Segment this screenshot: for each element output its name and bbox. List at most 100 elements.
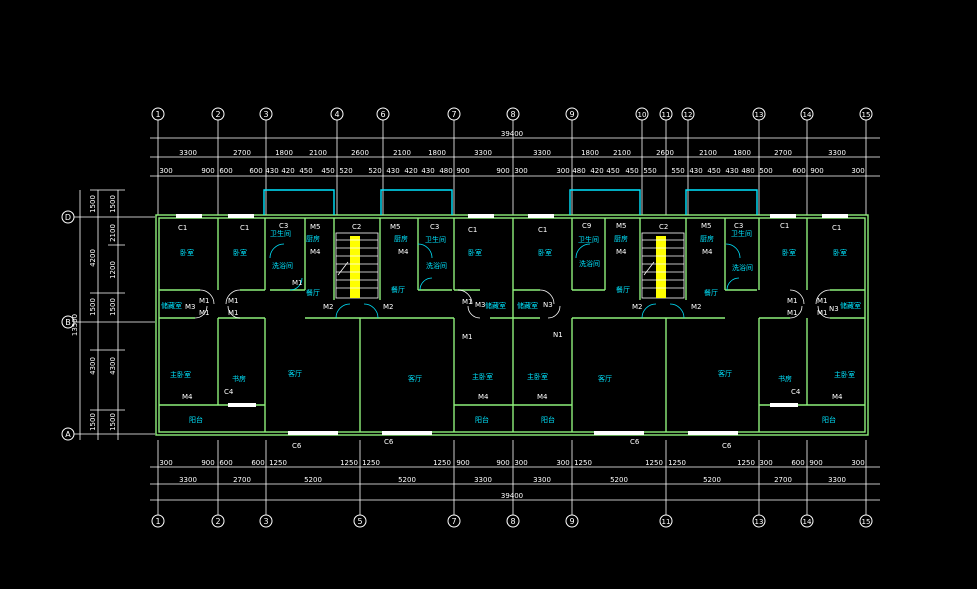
svg-text:N3: N3 [543, 301, 553, 309]
svg-text:450: 450 [299, 167, 312, 175]
stair-left [335, 232, 379, 299]
svg-text:卫生间: 卫生间 [731, 229, 752, 238]
svg-text:3300: 3300 [533, 149, 551, 157]
svg-text:3300: 3300 [828, 149, 846, 157]
svg-text:5200: 5200 [610, 476, 628, 484]
svg-text:3300: 3300 [474, 149, 492, 157]
svg-text:2600: 2600 [351, 149, 369, 157]
svg-text:M1: M1 [199, 297, 210, 305]
svg-text:14: 14 [803, 518, 812, 526]
svg-text:1250: 1250 [668, 459, 686, 467]
axis-marker: 8 [506, 107, 520, 121]
svg-text:M1: M1 [462, 333, 473, 341]
svg-text:480: 480 [439, 167, 452, 175]
svg-text:2600: 2600 [656, 149, 674, 157]
axis-marker: 1 [151, 107, 165, 121]
svg-text:1500: 1500 [89, 298, 97, 316]
svg-text:1500: 1500 [89, 195, 97, 213]
svg-text:900: 900 [496, 459, 509, 467]
svg-text:430: 430 [265, 167, 278, 175]
svg-text:4300: 4300 [109, 357, 117, 375]
svg-text:M4: M4 [310, 248, 321, 256]
svg-text:3: 3 [263, 517, 268, 526]
svg-text:3300: 3300 [533, 476, 551, 484]
svg-text:7: 7 [451, 110, 456, 119]
svg-text:900: 900 [496, 167, 509, 175]
svg-text:2700: 2700 [774, 149, 792, 157]
svg-text:M4: M4 [616, 248, 627, 256]
svg-text:550: 550 [671, 167, 684, 175]
svg-text:2100: 2100 [699, 149, 717, 157]
svg-text:300: 300 [851, 459, 864, 467]
svg-text:M4: M4 [478, 393, 489, 401]
svg-text:2: 2 [215, 517, 220, 526]
top-dimension-lines [150, 120, 880, 215]
svg-text:450: 450 [321, 167, 334, 175]
svg-text:阳台: 阳台 [541, 415, 555, 424]
svg-text:480: 480 [741, 167, 754, 175]
svg-text:600: 600 [219, 167, 232, 175]
svg-text:厨房: 厨房 [614, 234, 628, 243]
svg-text:B: B [65, 318, 71, 327]
svg-text:2700: 2700 [233, 149, 251, 157]
svg-text:10: 10 [638, 111, 647, 119]
svg-text:厨房: 厨房 [394, 234, 408, 243]
svg-text:2700: 2700 [233, 476, 251, 484]
axis-marker: 2 [211, 514, 225, 528]
svg-text:300: 300 [759, 459, 772, 467]
svg-text:M3: M3 [475, 301, 486, 309]
svg-text:1800: 1800 [733, 149, 751, 157]
svg-text:主卧室: 主卧室 [527, 372, 548, 381]
svg-text:450: 450 [707, 167, 720, 175]
svg-text:餐厅: 餐厅 [391, 285, 405, 294]
svg-text:厨房: 厨房 [700, 234, 714, 243]
svg-text:M3: M3 [185, 303, 196, 311]
axis-marker: 1 [151, 514, 165, 528]
svg-text:C6: C6 [630, 438, 640, 446]
top-subdimension-labels: 300 900 600 600 430 420 450 450 520 520 … [159, 167, 864, 175]
svg-text:4: 4 [334, 110, 339, 119]
axis-marker: 15 [859, 107, 873, 121]
stair-right [641, 232, 685, 299]
svg-text:1500: 1500 [109, 298, 117, 316]
axis-marker: 9 [565, 107, 579, 121]
svg-text:1250: 1250 [737, 459, 755, 467]
svg-text:卫生间: 卫生间 [425, 235, 446, 244]
axis-marker: 8 [506, 514, 520, 528]
svg-text:C1: C1 [468, 226, 477, 234]
svg-text:M5: M5 [390, 223, 401, 231]
axis-marker: 15 [859, 514, 873, 528]
interior-walls [159, 218, 865, 432]
svg-text:C6: C6 [384, 438, 394, 446]
axis-marker: 5 [353, 514, 367, 528]
svg-text:900: 900 [810, 167, 823, 175]
svg-text:卧室: 卧室 [782, 248, 796, 257]
svg-text:储藏室: 储藏室 [517, 301, 538, 310]
svg-text:N1: N1 [553, 331, 563, 339]
svg-text:5: 5 [357, 517, 362, 526]
axis-marker: 11 [659, 107, 673, 121]
svg-text:1800: 1800 [275, 149, 293, 157]
svg-text:C3: C3 [734, 222, 743, 230]
axis-marker: 14 [800, 107, 814, 121]
svg-text:11: 11 [662, 111, 671, 119]
svg-text:储藏室: 储藏室 [161, 301, 182, 310]
bottom-window-tags: C4 C6 C6 C6 C6 C4 [224, 388, 801, 450]
svg-text:2700: 2700 [774, 476, 792, 484]
svg-text:12: 12 [684, 111, 693, 119]
svg-text:主卧室: 主卧室 [834, 370, 855, 379]
svg-text:M2: M2 [632, 303, 643, 311]
svg-text:洗浴间: 洗浴间 [579, 259, 600, 268]
svg-text:600: 600 [251, 459, 264, 467]
svg-text:C2: C2 [352, 223, 361, 231]
bottom-dimension-lines [150, 440, 880, 515]
svg-text:300: 300 [514, 459, 527, 467]
svg-text:阳台: 阳台 [189, 415, 203, 424]
svg-text:13: 13 [755, 518, 764, 526]
svg-text:300: 300 [556, 167, 569, 175]
left-dimension-lines [74, 189, 155, 440]
svg-text:520: 520 [368, 167, 381, 175]
svg-text:15: 15 [862, 518, 871, 526]
svg-text:8: 8 [510, 110, 515, 119]
